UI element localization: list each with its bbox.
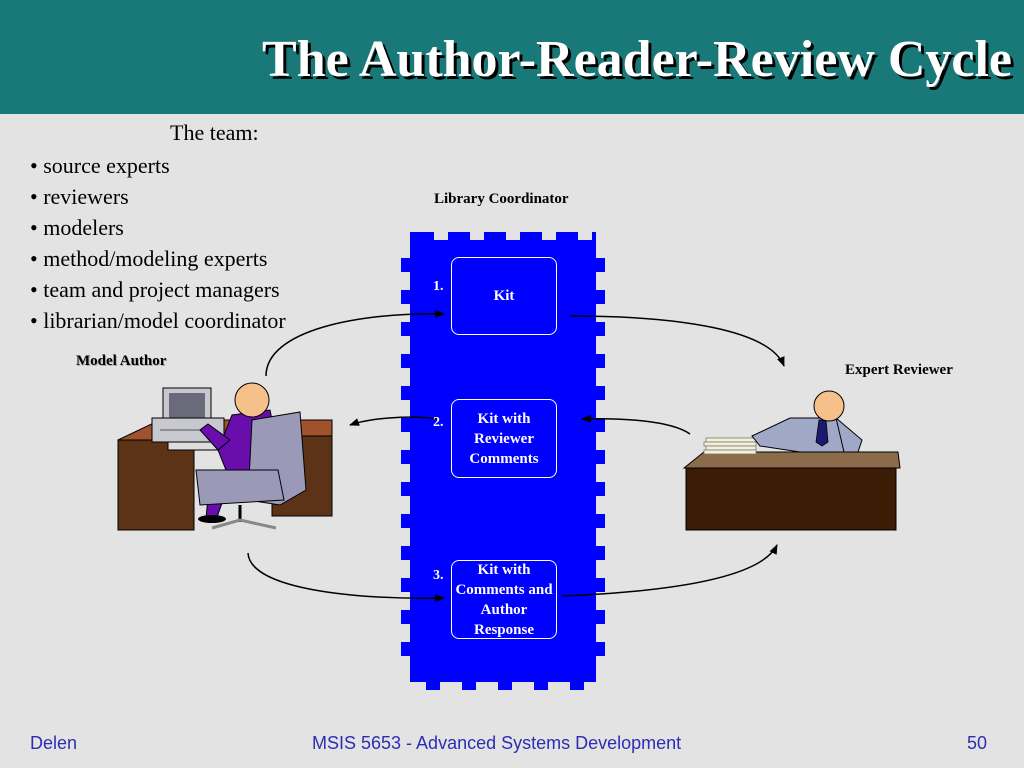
expert-reviewer-illustration [682, 390, 901, 531]
perforation-tab [401, 258, 411, 272]
perforation-tab [401, 322, 411, 336]
perforation-notch [578, 232, 592, 240]
team-item-method-experts: • method/modeling experts [30, 246, 268, 271]
perforation-tab [401, 642, 411, 656]
kit-box-2: Kit with Reviewer Comments [451, 399, 557, 478]
perforation-tab [595, 418, 605, 432]
perforation-tab [595, 322, 605, 336]
perforation-tab [595, 386, 605, 400]
perforation-tab [426, 682, 440, 690]
perforation-tab [595, 258, 605, 272]
title-bar [0, 0, 1024, 114]
arrow-kit2-to-author [349, 416, 439, 426]
perforation-tab [595, 578, 605, 592]
step-3-number: 3. [433, 568, 444, 583]
step-2-number: 2. [433, 415, 444, 430]
team-item-reviewers: • reviewers [30, 184, 129, 209]
perforation-tab [401, 578, 411, 592]
step-1-number: 1. [433, 279, 444, 294]
perforation-tab [462, 682, 476, 690]
perforation-tab [401, 450, 411, 464]
perforation-tab [595, 514, 605, 528]
perforation-tab [595, 354, 605, 368]
arrow-reviewer-to-kit2 [581, 414, 691, 435]
perforation-tab [401, 482, 411, 496]
kit-box-1: Kit [451, 257, 557, 335]
perforation-tab [534, 682, 548, 690]
perforation-tab [595, 642, 605, 656]
perforation-notch [542, 232, 556, 240]
perforation-tab [401, 610, 411, 624]
kit-box-3: Kit with Comments and Author Response [451, 560, 557, 639]
model-author-label: Model Author [76, 353, 167, 369]
perforation-tab [401, 386, 411, 400]
team-item-managers: • team and project managers [30, 277, 280, 302]
perforation-tab [498, 682, 512, 690]
expert-reviewer-label: Expert Reviewer [845, 362, 953, 378]
team-item-librarian: • librarian/model coordinator [30, 308, 286, 333]
team-item-source-experts: • source experts [30, 153, 170, 178]
perforation-tab [401, 546, 411, 560]
perforation-notch [470, 232, 484, 240]
footer-course: MSIS 5653 - Advanced Systems Development [312, 733, 682, 753]
perforation-tab [595, 610, 605, 624]
footer-author: Delen [30, 733, 78, 753]
arrow-kit-to-reviewer [569, 315, 785, 367]
perforation-notch [506, 232, 520, 240]
perforation-tab [595, 546, 605, 560]
perforation-tab [595, 450, 605, 464]
team-list: • source experts • reviewers • modelers … [30, 150, 286, 336]
perforation-tab [401, 354, 411, 368]
perforation-tab [401, 514, 411, 528]
team-item-modelers: • modelers [30, 215, 124, 240]
model-author-illustration [117, 382, 333, 531]
footer-page-number: 50 [967, 733, 988, 753]
perforation-notch [434, 232, 448, 240]
perforation-tab [401, 418, 411, 432]
library-coordinator-label: Library Coordinator [434, 191, 569, 207]
slide-title: The Author-Reader-Review Cycle [262, 31, 1012, 88]
perforation-tab [401, 290, 411, 304]
perforation-tab [570, 682, 584, 690]
arrow-kit3-to-reviewer [561, 544, 778, 597]
perforation-tab [595, 290, 605, 304]
arrow-author-to-kit [265, 309, 445, 377]
arrow-author-to-kit3 [247, 552, 445, 603]
team-heading: The team: [170, 120, 259, 145]
perforation-tab [595, 482, 605, 496]
